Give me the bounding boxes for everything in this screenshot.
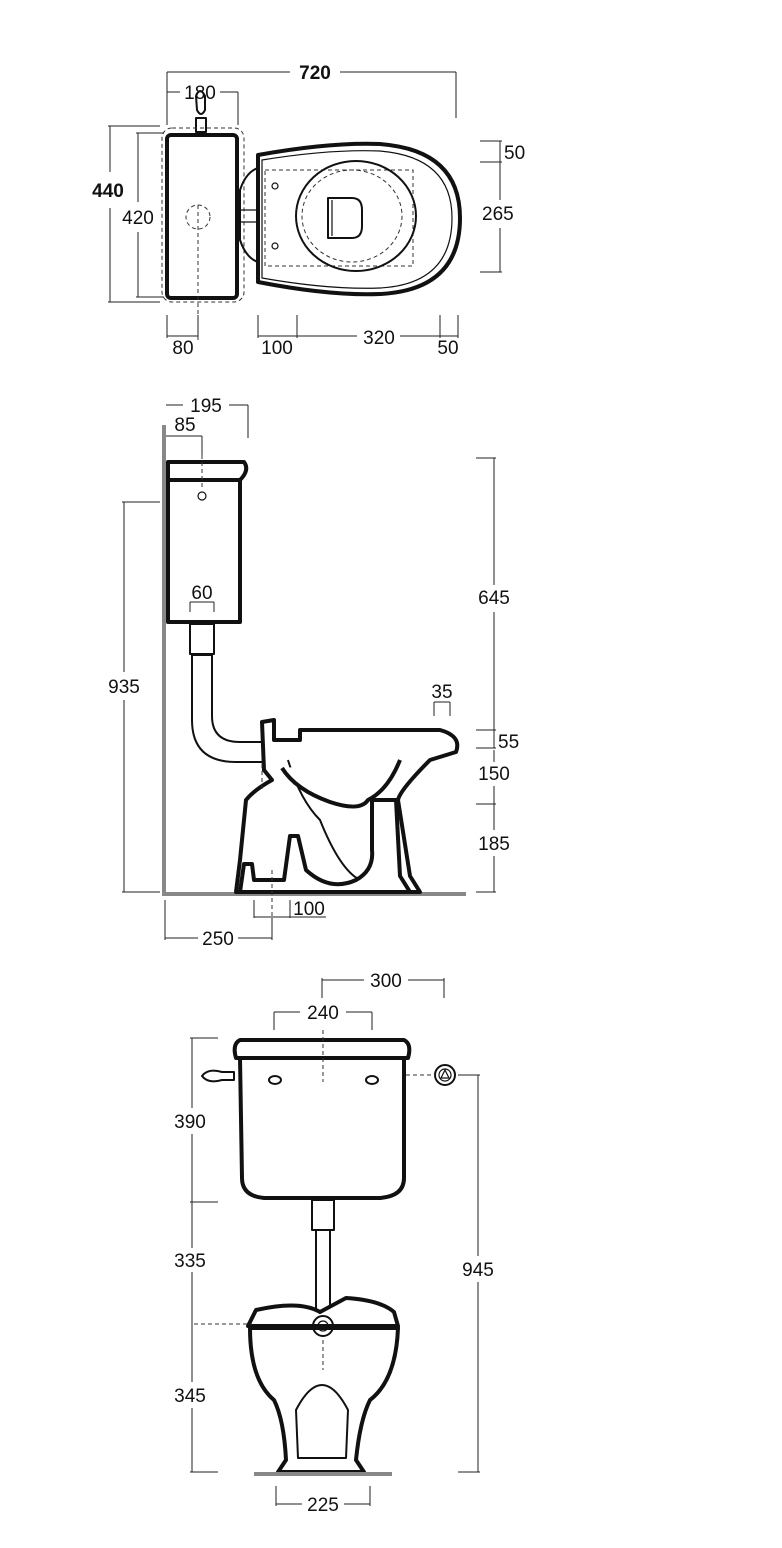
dim-pan-height: 345 xyxy=(174,1386,206,1407)
dim-cistern-to-rim: 645 xyxy=(478,588,510,609)
dim-base-height: 185 xyxy=(478,834,510,855)
dim-hinge-to-front: 320 xyxy=(363,328,395,349)
dim-overall-width: 720 xyxy=(299,63,331,84)
dim-cistern-height: 935 xyxy=(108,677,140,698)
dim-wall-to-hinge: 100 xyxy=(261,338,293,359)
dim-tank-top-depth: 195 xyxy=(190,396,222,417)
dim-outlet-floor: 100 xyxy=(293,899,325,920)
dim-tank-width-front: 300 xyxy=(370,971,402,992)
dim-outlet-wall: 250 xyxy=(202,929,234,950)
top-view: 720 180 440 420 xyxy=(92,63,525,359)
dim-flush-pipe: 60 xyxy=(191,583,212,604)
side-view: 195 85 60 935 645 xyxy=(108,396,519,950)
dim-pipe-length: 335 xyxy=(174,1251,206,1272)
dim-tank-width-top: 180 xyxy=(184,83,216,104)
dim-rim-height: 55 xyxy=(498,732,519,753)
dim-base-width: 225 xyxy=(307,1495,339,1516)
dim-seat-depth: 265 xyxy=(482,204,514,225)
dim-overall-depth: 440 xyxy=(92,181,124,202)
dim-wall-to-valve: 85 xyxy=(174,415,195,436)
dim-rim-lip: 35 xyxy=(431,682,452,703)
dim-tank-depth: 420 xyxy=(122,208,154,229)
dim-supply-height: 945 xyxy=(462,1260,494,1281)
dim-outlet-offset: 80 xyxy=(172,338,193,359)
front-view: 300 240 xyxy=(174,971,494,1516)
dim-bowl-height: 150 xyxy=(478,764,510,785)
dim-fixing-centres: 240 xyxy=(307,1003,339,1024)
dim-seat-offset: 50 xyxy=(504,143,525,164)
dim-front-margin: 50 xyxy=(437,338,458,359)
dim-tank-height: 390 xyxy=(174,1112,206,1133)
